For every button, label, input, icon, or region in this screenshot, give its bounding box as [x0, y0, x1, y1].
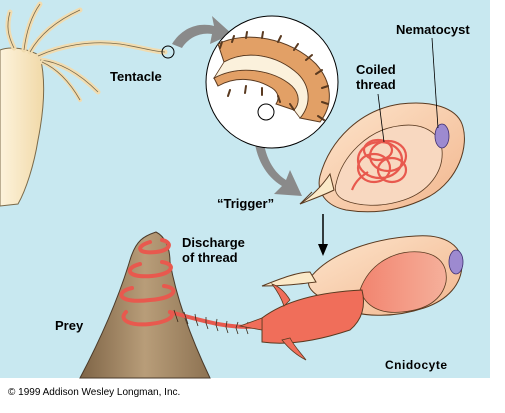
label-nematocyst: Nematocyst	[396, 22, 470, 37]
process-arrow	[318, 214, 328, 256]
label-prey: Prey	[55, 318, 84, 333]
magnify-arrow-top	[172, 16, 232, 48]
cnidocyte-discharged	[238, 235, 464, 361]
label-tentacle: Tentacle	[110, 69, 162, 84]
label-coiled-thread-1: Coiled	[356, 62, 396, 77]
label-trigger: “Trigger”	[217, 196, 275, 211]
magnified-tentacle	[205, 15, 339, 149]
label-discharge-1: Discharge	[182, 235, 245, 250]
label-coiled-thread-2: thread	[356, 77, 396, 92]
copyright-notice: © 1999 Addison Wesley Longman, Inc.	[8, 387, 181, 398]
label-discharge-2: of thread	[182, 250, 238, 265]
magnify-arrow-bottom	[253, 122, 302, 196]
label-cnidocyte: Cnidocyte	[385, 358, 448, 372]
hydra-body	[0, 1, 175, 207]
